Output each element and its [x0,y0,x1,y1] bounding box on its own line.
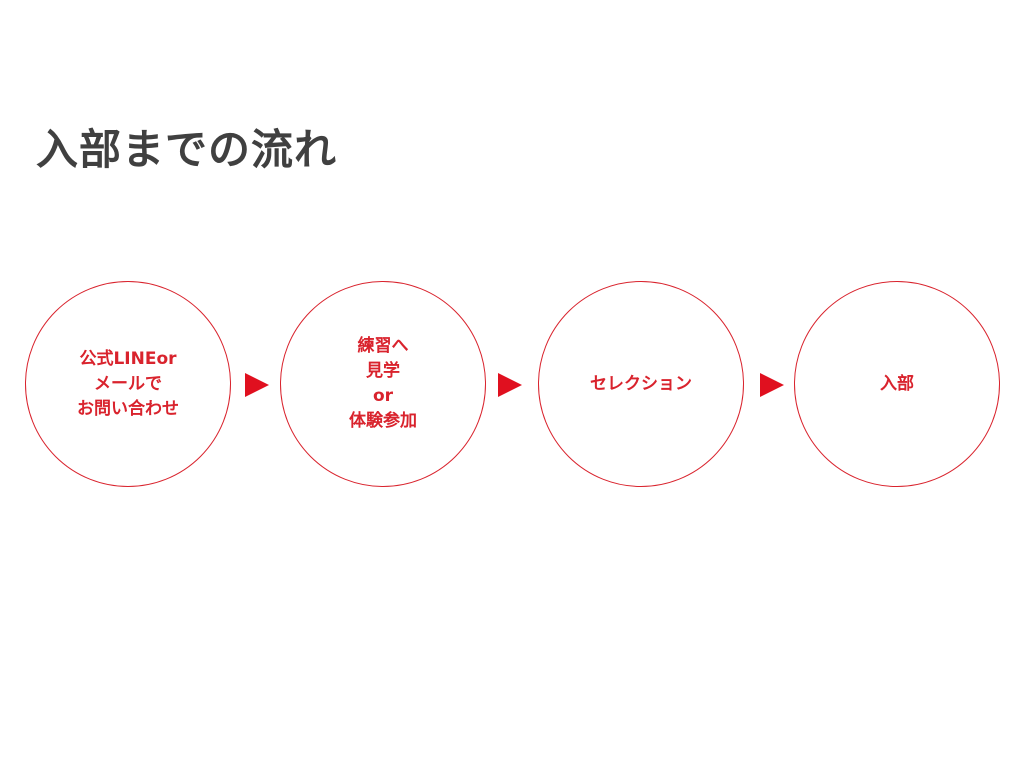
step-label-line: メールで [94,373,162,394]
step-label-line: 体験参加 [349,411,417,431]
step-label: 入部 [880,372,914,397]
step-visit-or-trial: 練習へ 見学 or 体験参加 [280,281,486,487]
step-label: 練習へ 見学 or 体験参加 [349,334,417,434]
step-selection: セレクション [538,281,744,487]
step-label-line: 入部 [880,373,914,394]
step-inquiry: 公式LINEor メールで お問い合わせ [25,281,231,487]
flow-arrow-icon [245,373,269,397]
step-label-line: 見学 [366,361,400,381]
flow-arrow-icon [498,373,522,397]
step-label-line: セレクション [590,373,692,394]
page-title: 入部までの流れ [36,125,338,174]
step-join: 入部 [794,281,1000,487]
step-label-line: or [372,386,394,406]
step-label: セレクション [590,372,692,397]
step-label: 公式LINEor メールで お問い合わせ [77,347,179,422]
step-label-line: お問い合わせ [77,398,179,419]
step-label-line: 練習へ [357,336,409,356]
step-label-line: 公式LINEor [79,348,177,369]
flow-arrow-icon [760,373,784,397]
